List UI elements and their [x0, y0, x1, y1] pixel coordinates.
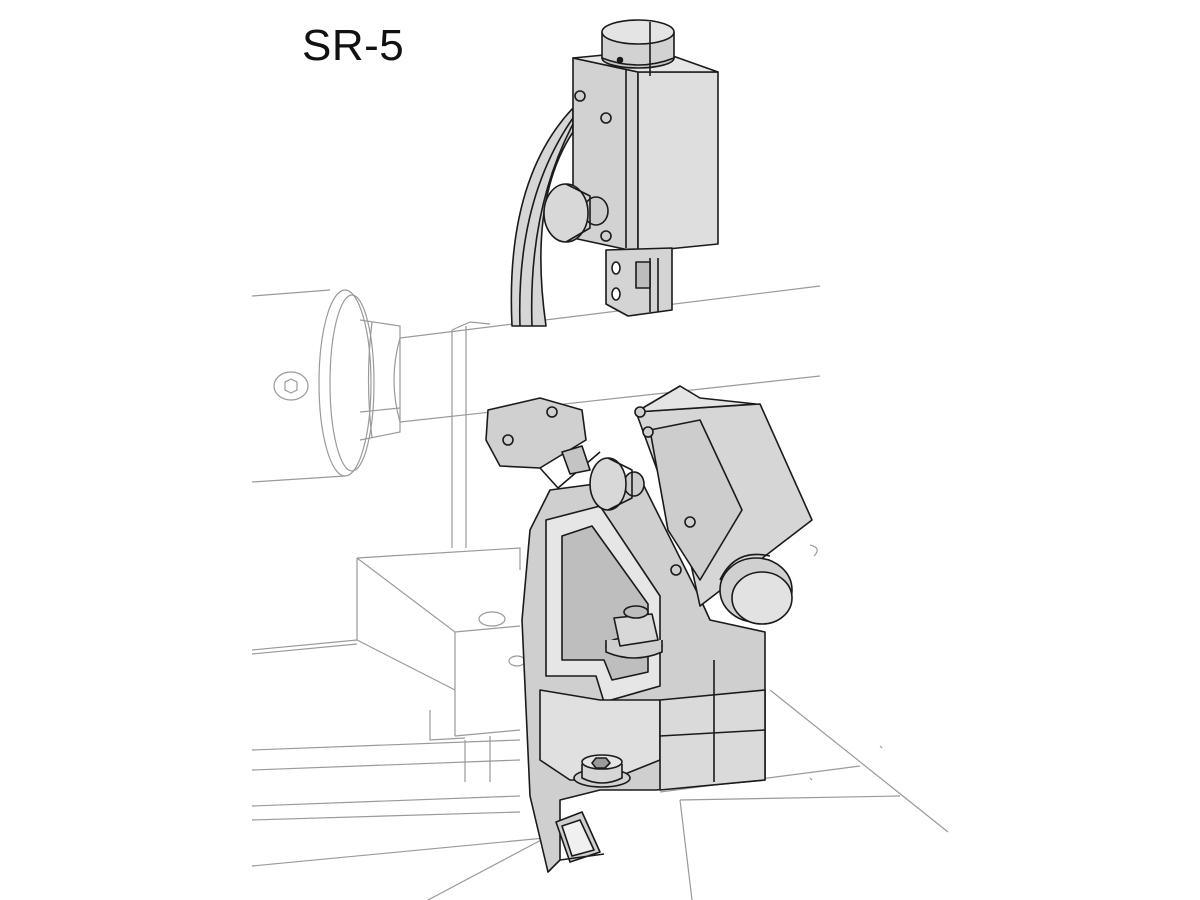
figure-label: SR-5 — [302, 21, 405, 70]
background-machine — [251, 285, 949, 900]
lower-bracket-assembly — [485, 385, 813, 873]
upper-gauge-assembly — [510, 19, 719, 327]
